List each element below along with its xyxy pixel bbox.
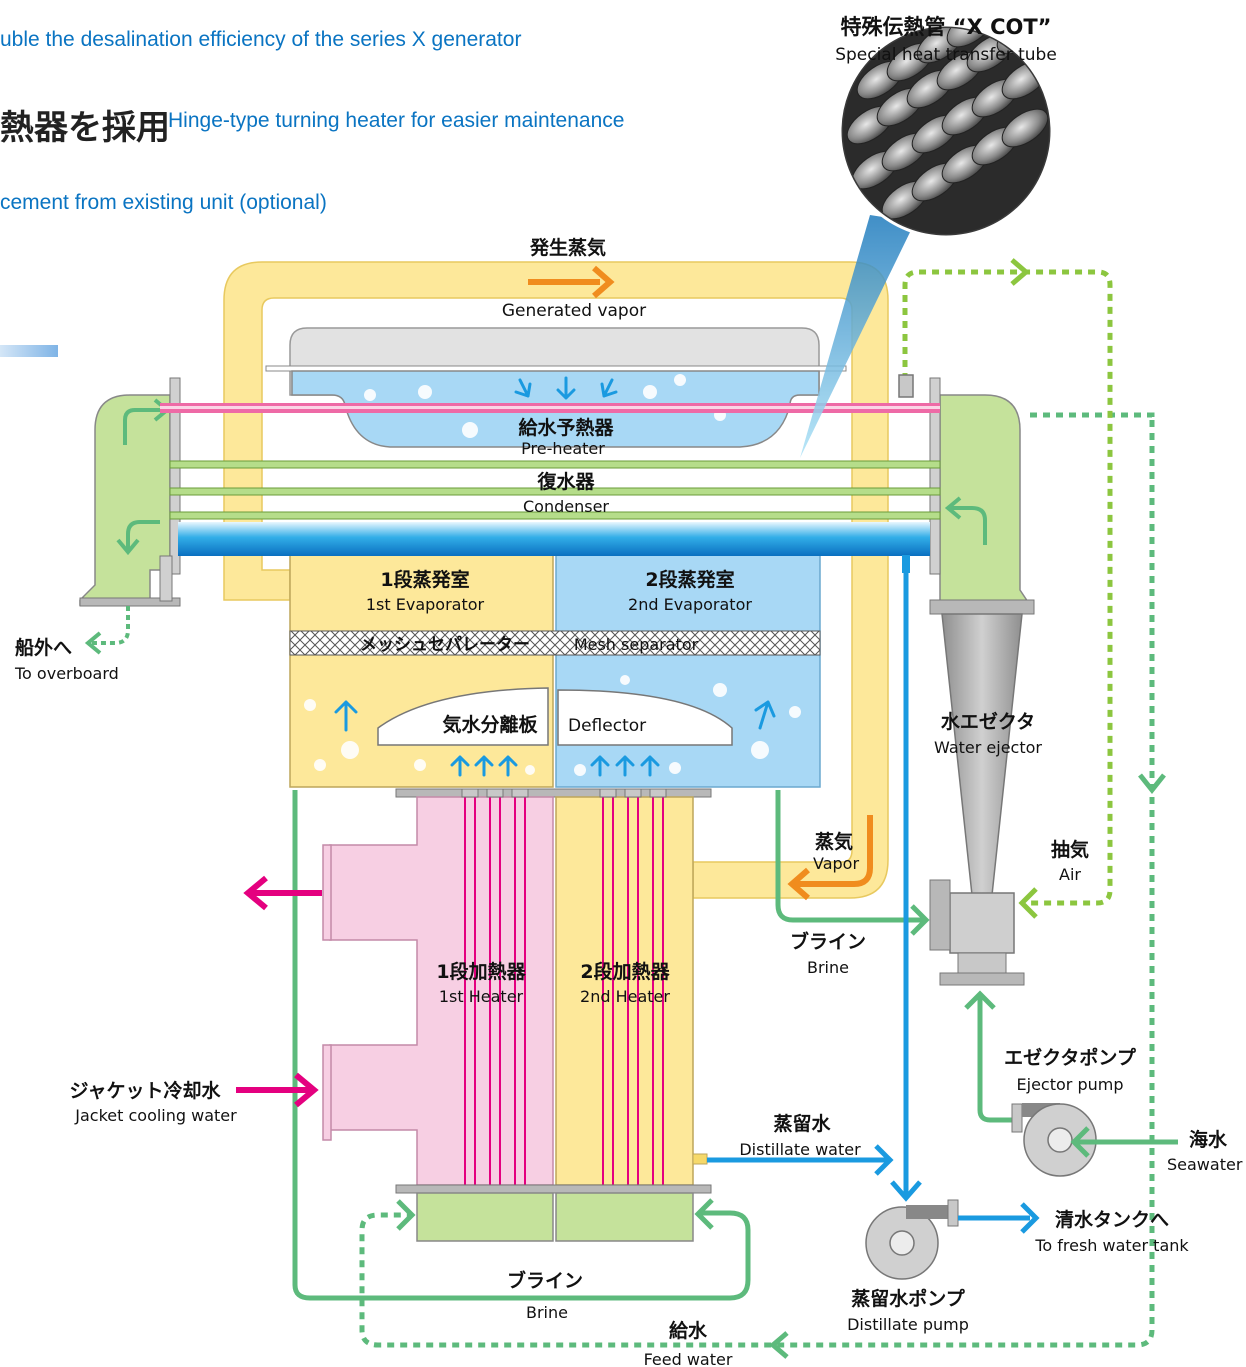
deflector-en: Deflector [568,716,646,736]
mesh-separator-jp: メッシュセパレーター [360,635,530,655]
distillate-pump-en: Distillate pump [847,1315,969,1334]
distillate-water-jp: 蒸留水 [773,1112,831,1135]
distillate-water-en: Distillate water [739,1140,861,1159]
water-ejector-jp: 水エゼクタ [941,710,1035,733]
overboard-jp: 船外へ [15,636,72,659]
brine-en: Brine [807,958,849,977]
condenser-jp: 復水器 [536,470,595,493]
preheater-en: Pre-heater [521,439,605,458]
ejector-pump-en: Ejector pump [1017,1075,1124,1094]
heater-1-jp: 1段加熱器 [436,960,526,983]
accent-bar [0,345,58,357]
vapor-en: Vapor [813,854,859,873]
air-en: Air [1059,865,1081,884]
evaporator-2-jp: 2段蒸発室 [645,568,734,591]
distillate-pump-jp: 蒸留水ポンプ [851,1287,965,1310]
header-line-2-jp: 熱器を採用 [0,108,170,148]
feed-water-jp: 給水 [669,1319,708,1342]
evaporator-1-jp: 1段蒸発室 [380,568,469,591]
air-jp: 抽気 [1051,838,1089,861]
heater-1-en: 1st Heater [439,987,524,1006]
generated-vapor-jp: 発生蒸気 [529,236,606,259]
vapor-jp: 蒸気 [815,830,853,853]
brine-jp: ブライン [790,930,866,953]
callout-title-jp: 特殊伝熱管 “X COT” [840,15,1051,39]
overboard-en: To overboard [14,664,119,683]
seawater-jp: 海水 [1189,1128,1228,1151]
ejector-pump-jp: エゼクタポンプ [1004,1046,1137,1069]
fresh-water-tank-en: To fresh water tank [1034,1236,1189,1255]
heater-2-en: 2nd Heater [580,987,670,1006]
jacket-cooling-jp: ジャケット冷却水 [69,1079,221,1102]
feed-water-en: Feed water [644,1350,733,1367]
evaporator-1-en: 1st Evaporator [366,595,485,614]
header-line-3: cement from existing unit (optional) [0,191,327,214]
callout-title-en: Special heat transfer tube [835,45,1057,65]
fresh-water-tank-jp: 清水タンクへ [1055,1208,1169,1231]
generated-vapor-en: Generated vapor [502,301,646,321]
deflector-jp: 気水分離板 [442,713,538,736]
evaporator-2-en: 2nd Evaporator [628,595,752,614]
xcot-tube-icon [843,28,1049,234]
header-line-2-en: Hinge-type turning heater for easier mai… [168,109,625,132]
preheater-jp: 給水予熱器 [518,416,614,439]
mesh-separator-en: Mesh separator [574,635,699,654]
jacket-cooling-en: Jacket cooling water [74,1106,237,1125]
water-ejector-en: Water ejector [934,738,1042,757]
header-line-1: uble the desalination efficiency of the … [0,28,522,51]
brine-bottom-jp: ブライン [507,1269,583,1292]
heater-2-jp: 2段加熱器 [580,960,670,983]
seawater-en: Seawater [1167,1155,1243,1174]
condenser-en: Condenser [523,497,609,516]
brine-bottom-en: Brine [526,1303,568,1322]
